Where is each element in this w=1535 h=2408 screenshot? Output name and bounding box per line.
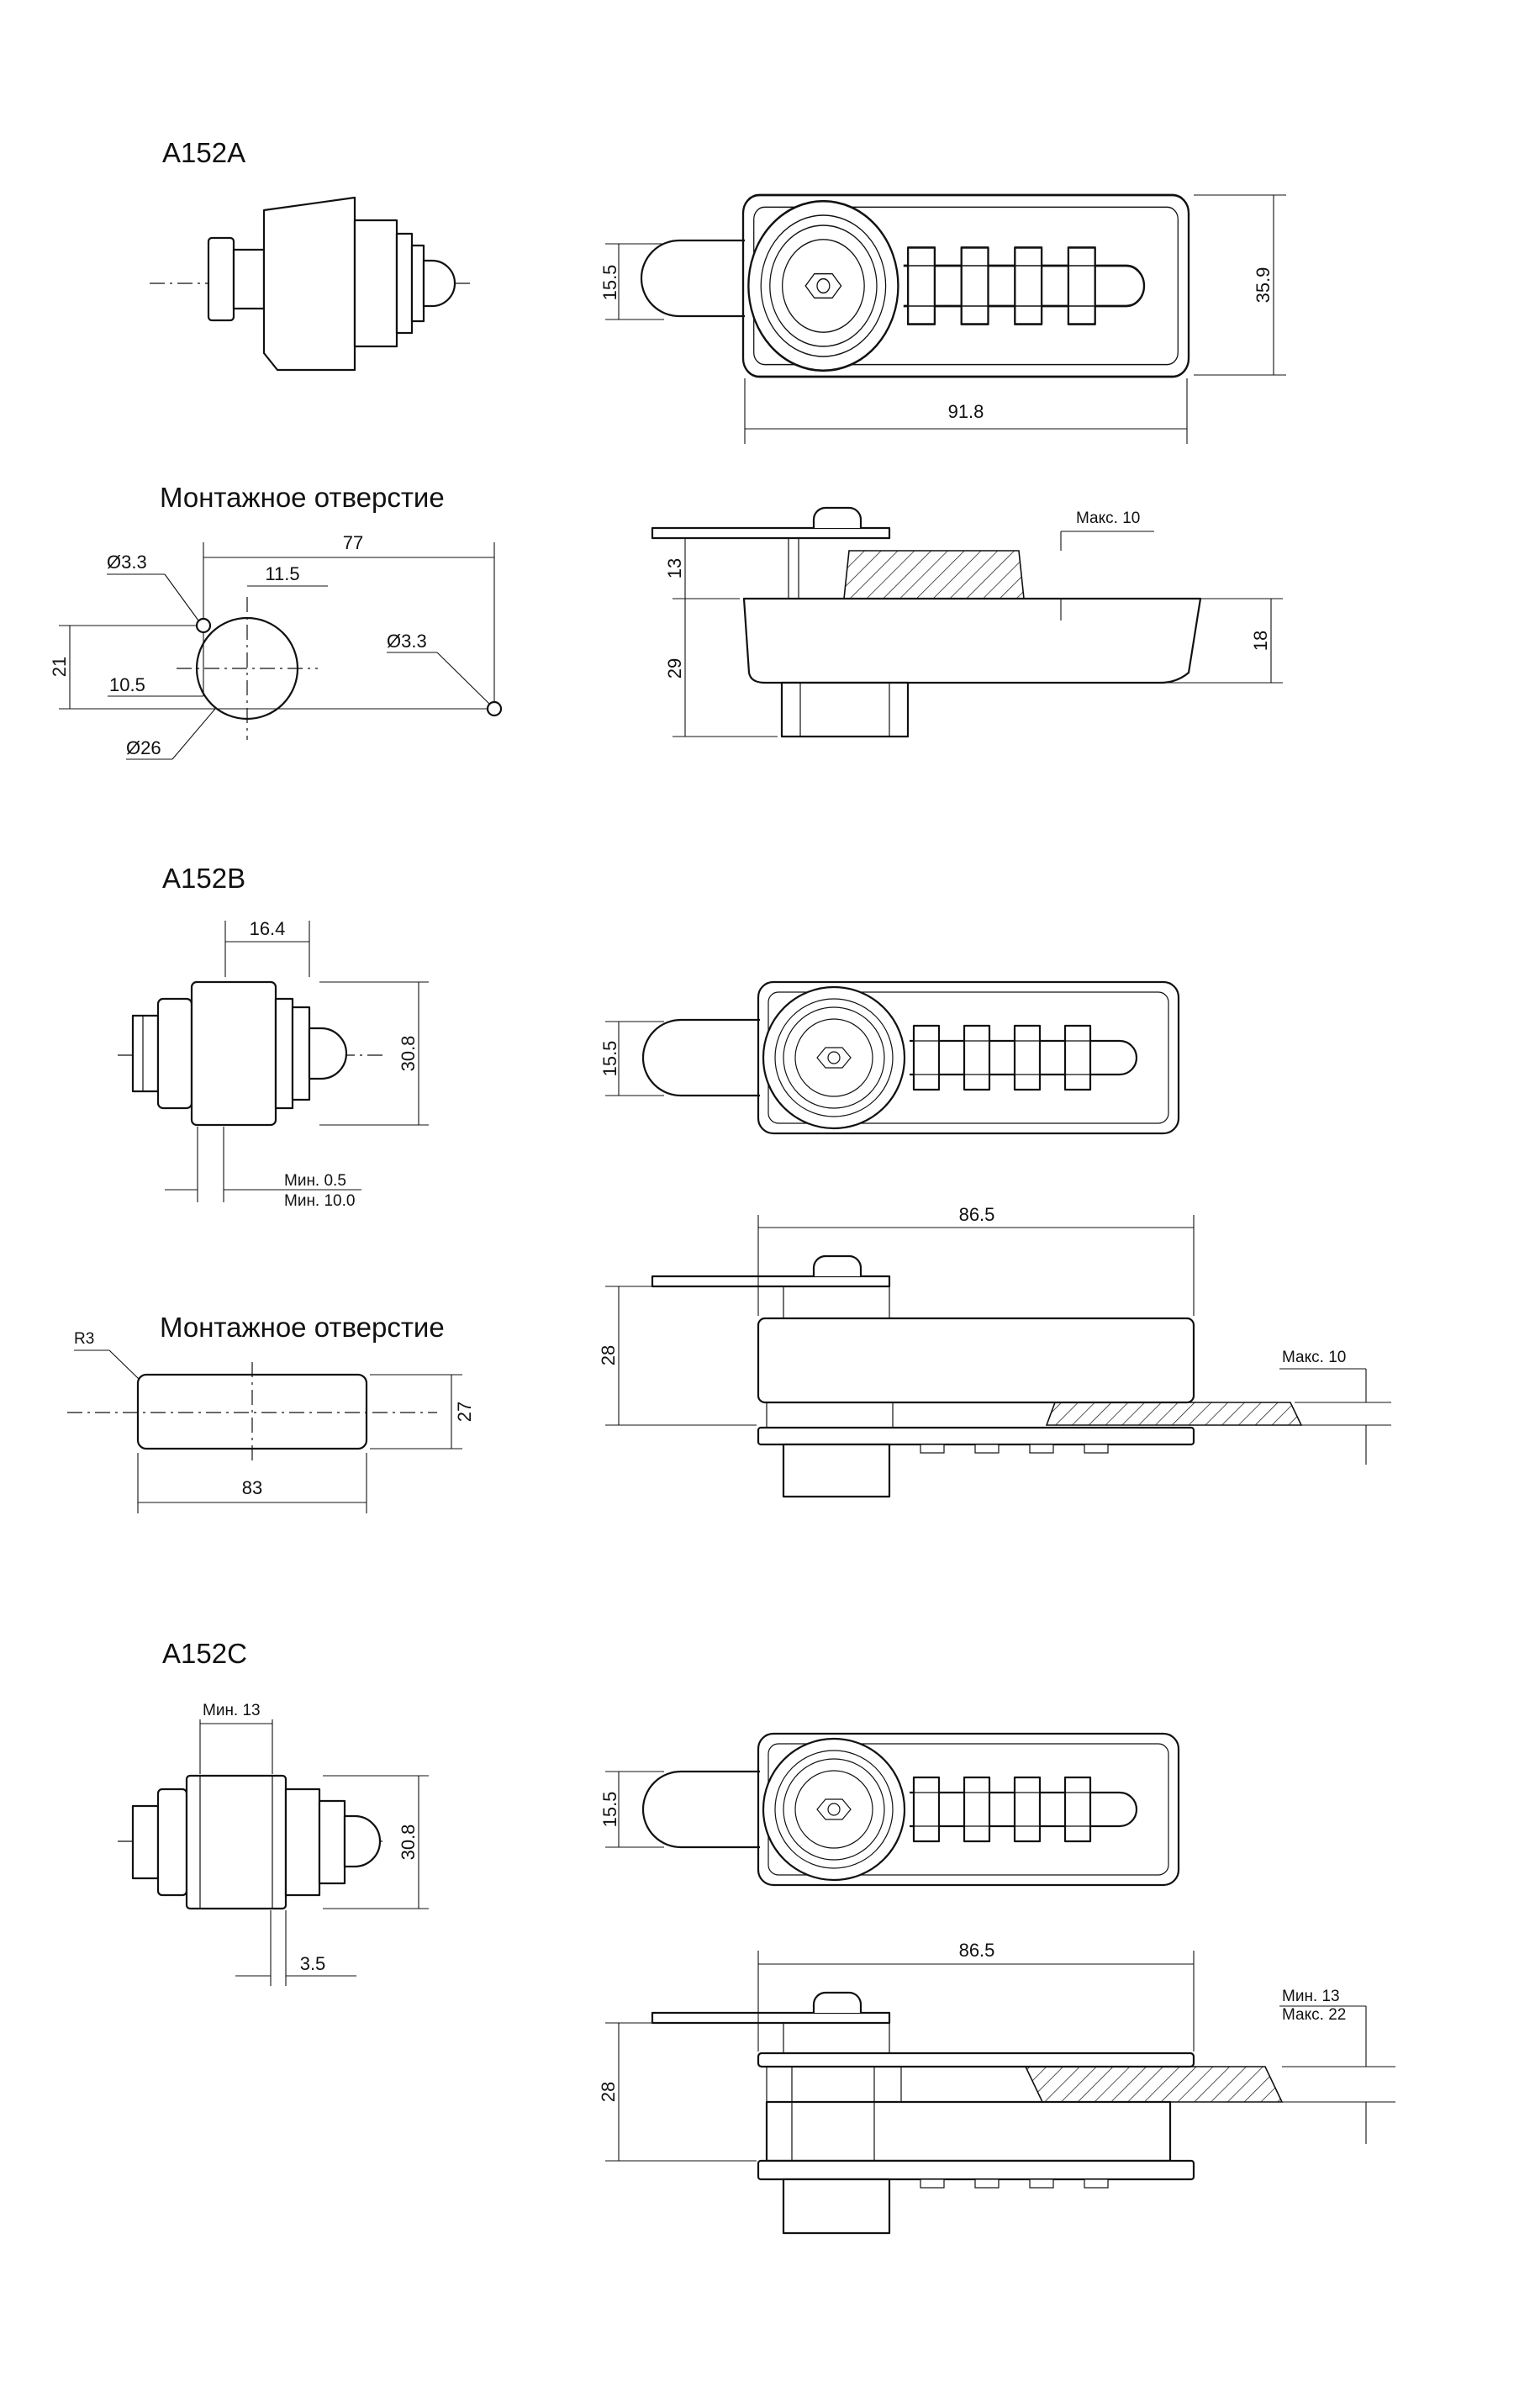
dim-a152c-height: 28 [598, 2082, 619, 2102]
dim-a152b-width: 86.5 [959, 1204, 995, 1225]
dim-a152a-body-height: 35.9 [1253, 267, 1274, 304]
min-label-b: Мин. 10.0 [284, 1192, 355, 1210]
a152b-small-side-view: 16.4 30.8 Мин. 0.5 Мин. 10.0 [118, 918, 429, 1210]
max-label-a152b: Макс. 10 [1282, 1349, 1346, 1366]
dim-side-height: 30.8 [398, 1036, 419, 1072]
min-label-a152c: Мин. 13 [1282, 1988, 1340, 2005]
dim-total-height: 29 [664, 658, 685, 679]
dim-a152b-height: 28 [598, 1345, 619, 1365]
dim-a152a-width: 91.8 [948, 401, 984, 422]
max-label-a152c: Макс. 22 [1282, 2006, 1346, 2024]
dim-slot-width: 83 [242, 1477, 262, 1498]
section-a152b: A152B 16.4 30.8 Мин. 0.5 Мин. 10.0 [67, 863, 1391, 1513]
dim-span: 77 [343, 532, 363, 553]
section-a152a: A152A 15.5 35.9 [49, 137, 1286, 760]
dim-c-offset: 3.5 [300, 1953, 326, 1974]
a152a-front-view: 15.5 35.9 91.8 [599, 193, 1286, 444]
dim-side-width: 16.4 [250, 918, 286, 939]
a152b-mounting-hole: Монтажное отверстие R3 27 83 [67, 1312, 475, 1513]
dim-hole-small: Ø3.3 [107, 552, 147, 573]
dim-body-height: 18 [1250, 631, 1271, 651]
dim-offset-left: 10.5 [109, 674, 145, 695]
dim-top-height: 13 [664, 558, 685, 578]
a152a-side-view: 13 29 Макс. 10 18 [651, 506, 1283, 738]
dim-height: 21 [49, 657, 70, 677]
a152c-side-view: 86.5 28 Мин. 13 Макс. 22 [598, 1940, 1395, 2235]
section-title-a152b: A152B [162, 863, 245, 894]
dim-offset-top: 11.5 [265, 563, 299, 584]
a152c-front-view: 15.5 [599, 1732, 1180, 1887]
a152b-front-view: 15.5 [599, 980, 1180, 1135]
min-label-a152c-side: Мин. 13 [203, 1702, 261, 1719]
dim-a152c-front-height: 15.5 [599, 1792, 620, 1828]
max-label-a152a: Макс. 10 [1076, 510, 1140, 527]
dim-c-side-height: 30.8 [398, 1824, 419, 1861]
dim-hole-main: Ø26 [126, 737, 161, 758]
dim-a152a-front-height: 15.5 [599, 265, 620, 301]
section-a152c: A152C Мин. 13 30.8 3.5 [118, 1638, 1395, 2235]
a152a-mounting-hole: Монтажное отверстие 77 11.5 Ø3.3 Ø3.3 [49, 482, 503, 760]
section-title-a152c: A152C [162, 1638, 247, 1669]
dim-slot-height: 27 [454, 1402, 475, 1422]
dim-radius: R3 [74, 1330, 94, 1348]
dim-a152b-front-height: 15.5 [599, 1041, 620, 1077]
a152c-small-side-view: Мин. 13 30.8 3.5 [118, 1702, 429, 1986]
section-title-a152a: A152A [162, 137, 245, 168]
a152b-side-view: 86.5 28 Макс. 10 [598, 1204, 1391, 1498]
min-label-a: Мин. 0.5 [284, 1172, 346, 1190]
mounting-title-a152b: Монтажное отверстие [160, 1312, 445, 1343]
dim-hole-small-right: Ø3.3 [387, 631, 427, 652]
a152a-small-side-view [150, 196, 471, 372]
mounting-title-a152a: Монтажное отверстие [160, 482, 445, 513]
dim-a152c-width: 86.5 [959, 1940, 995, 1961]
